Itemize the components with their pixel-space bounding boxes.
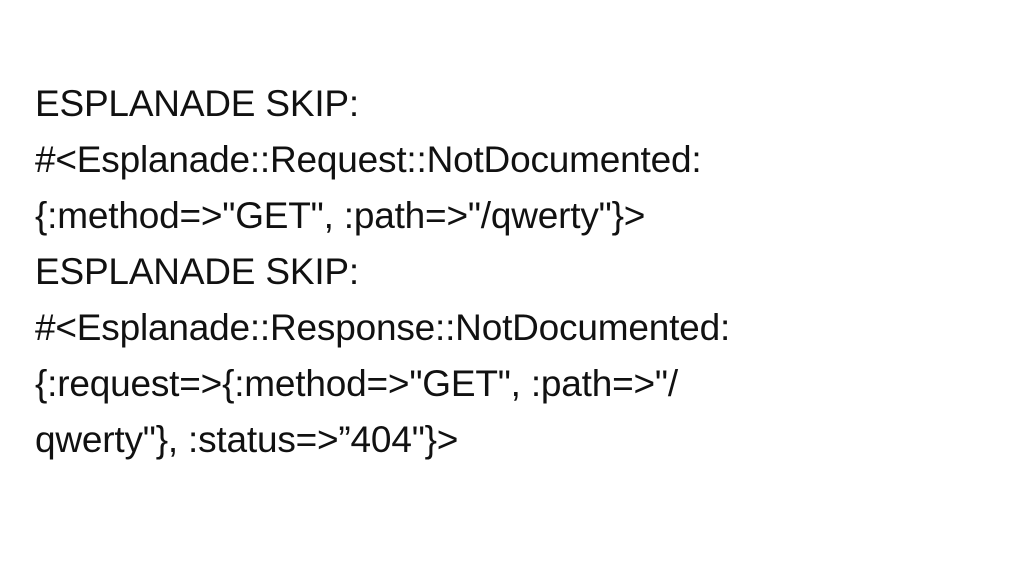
response-request-line: {:request=>{:method=>"GET", :path=>"/ — [35, 363, 678, 404]
request-not-documented-line: #<Esplanade::Request::NotDocumented: — [35, 139, 702, 180]
response-not-documented-line: #<Esplanade::Response::NotDocumented: — [35, 307, 731, 348]
response-status-line: qwerty"}, :status=>”404"}> — [35, 419, 459, 460]
request-details-line: {:method=>"GET", :path=>"/qwerty"}> — [35, 195, 646, 236]
log-output: ESPLANADE SKIP: #<Esplanade::Request::No… — [35, 76, 1010, 468]
response-skip-heading: ESPLANADE SKIP: — [35, 251, 359, 292]
request-skip-heading: ESPLANADE SKIP: — [35, 83, 359, 124]
